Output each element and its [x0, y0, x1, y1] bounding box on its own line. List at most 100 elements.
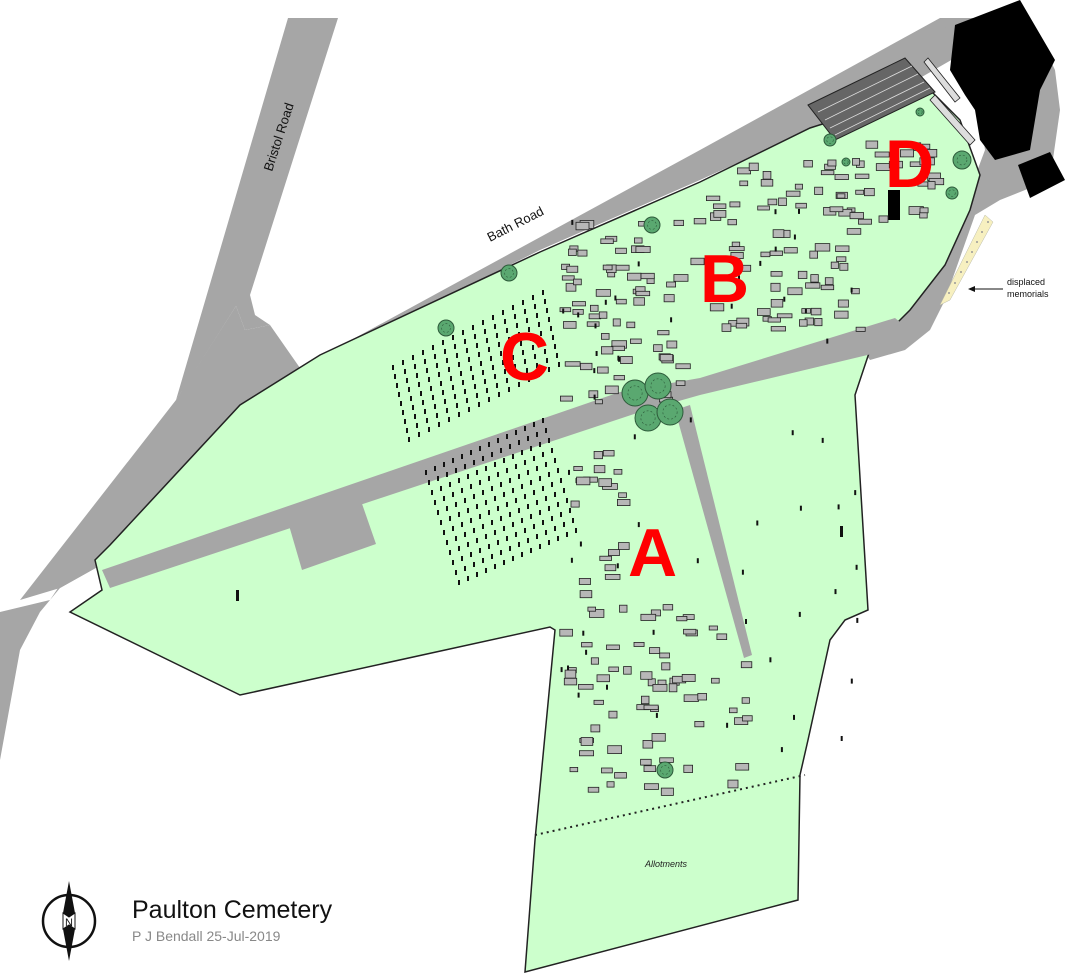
grave-marker	[539, 476, 541, 481]
grave-marker	[503, 526, 505, 531]
grave-marker	[542, 452, 544, 457]
grave-marker	[467, 474, 469, 479]
grave-marker	[527, 538, 529, 543]
headstone	[612, 318, 621, 327]
headstone	[814, 317, 823, 327]
grave-marker	[508, 387, 510, 392]
grave-marker	[434, 466, 436, 471]
grave-marker	[431, 490, 433, 495]
grave-marker	[422, 350, 424, 355]
headstone	[660, 787, 674, 796]
grave-marker	[521, 518, 523, 523]
grave-marker	[497, 472, 499, 477]
grave-marker	[504, 369, 506, 374]
headstone	[820, 284, 835, 291]
headstone	[565, 282, 577, 292]
grave-marker	[485, 466, 487, 471]
headstone	[652, 684, 668, 692]
headstone	[709, 303, 725, 312]
tree-icon	[656, 398, 684, 426]
headstone	[623, 666, 632, 675]
grave-marker	[575, 528, 577, 533]
headstone	[673, 219, 684, 227]
headstone	[760, 251, 771, 258]
grave-marker	[554, 492, 556, 497]
grave-marker	[798, 208, 800, 214]
grave-marker	[455, 502, 457, 507]
headstone	[615, 298, 627, 305]
grave-marker	[437, 476, 439, 481]
headstone	[675, 380, 686, 386]
grave-marker	[482, 490, 484, 495]
compass-letter: N	[65, 917, 73, 929]
grave-marker	[562, 308, 565, 314]
grave-marker	[512, 454, 514, 459]
headstone	[602, 450, 615, 457]
headstone	[601, 346, 614, 355]
grave-marker	[484, 379, 486, 384]
grave-marker	[533, 456, 535, 461]
headstone	[593, 465, 606, 474]
headstone	[615, 264, 630, 271]
grave-marker	[837, 504, 840, 510]
allotments-divider	[534, 774, 806, 836]
headstone	[564, 669, 577, 679]
headstone	[740, 661, 753, 669]
grave-marker	[456, 403, 458, 408]
grave-marker	[440, 486, 442, 491]
grave-marker	[548, 472, 550, 477]
headstone	[566, 265, 579, 273]
grave-marker	[577, 692, 580, 698]
grave-marker	[548, 540, 550, 545]
headstone	[604, 385, 619, 395]
grave-marker	[793, 234, 796, 240]
headstone	[785, 190, 801, 197]
headstone	[633, 642, 645, 647]
grave-marker	[530, 480, 532, 485]
headstone	[580, 737, 594, 746]
grave-marker	[571, 219, 574, 225]
grave-marker	[546, 358, 548, 363]
headstone	[668, 683, 678, 693]
headstone	[643, 765, 657, 773]
grave-marker	[637, 522, 640, 528]
grave-marker	[536, 363, 538, 368]
grave-marker	[557, 502, 559, 507]
headstone	[666, 340, 678, 349]
grave-marker	[542, 418, 544, 423]
headstone	[601, 333, 610, 340]
headstone	[855, 326, 866, 332]
arrow-head	[968, 286, 975, 292]
grave-marker	[551, 516, 553, 521]
tree-icon	[952, 150, 972, 170]
grave-marker	[536, 534, 538, 539]
headstone	[604, 574, 621, 580]
grave-marker	[530, 446, 532, 451]
grave-marker	[545, 496, 547, 501]
grave-marker	[594, 323, 597, 329]
grave-marker	[398, 392, 400, 397]
grave-marker	[404, 419, 406, 424]
headstone	[878, 215, 889, 223]
headstone	[640, 272, 655, 280]
headstone	[586, 321, 600, 327]
grave-marker	[530, 336, 532, 341]
headstone	[640, 671, 653, 680]
headstone	[778, 197, 787, 206]
headstone	[641, 695, 650, 705]
grave-marker	[856, 617, 859, 623]
headstone	[735, 763, 750, 771]
headstone	[563, 321, 577, 329]
headstone	[581, 642, 593, 648]
tree-canopy	[640, 410, 656, 426]
grave-marker	[756, 520, 759, 526]
south-path	[675, 405, 752, 658]
grave-marker	[506, 434, 508, 439]
grave-marker	[533, 422, 535, 427]
headstone	[649, 647, 661, 654]
headstone	[643, 704, 659, 710]
grave-marker	[488, 544, 490, 549]
grave-marker	[791, 430, 794, 436]
grave-marker	[488, 347, 490, 352]
headstone	[829, 206, 844, 213]
